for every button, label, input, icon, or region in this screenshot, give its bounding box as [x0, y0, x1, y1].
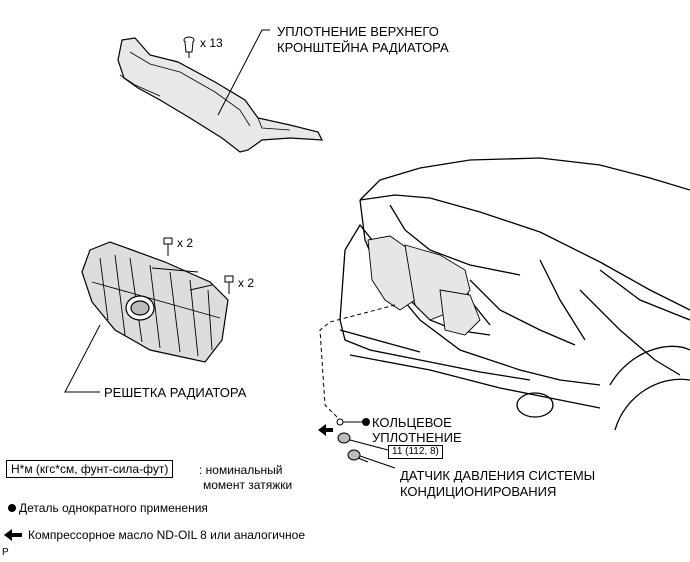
legend-unit-box: Н*м (кгс*см, фунт-сила-фут): [6, 460, 174, 478]
oring-label-line2: УПЛОТНЕНИЕ: [372, 430, 462, 445]
grille-label: РЕШЕТКА РАДИАТОРА: [104, 385, 247, 400]
torque-value-box: 11 (112, 8): [388, 445, 443, 459]
grille-leader: [64, 324, 101, 393]
upper-seal-label-line2: КРОНШТЕЙНА РАДИАТОРА: [277, 40, 449, 55]
bolt-icon: [224, 275, 234, 294]
upper-seal-illustration: [117, 37, 324, 153]
sensor-location-leader: [319, 304, 396, 421]
legend-arrow-icon: [4, 529, 22, 541]
bolt-icon: [163, 237, 173, 256]
upper-seal-leader: [217, 29, 270, 116]
grille-illustration: [81, 241, 229, 363]
clips-quantity: x 13: [200, 36, 223, 50]
legend-unit-desc-line2: момент затяжки: [203, 478, 293, 492]
legend-non-reusable: Деталь однократного применения: [19, 501, 208, 515]
clip-icon: [183, 36, 195, 58]
legend-dot-icon: [8, 504, 16, 512]
oil-arrow-icon: [318, 424, 333, 436]
non-reusable-dot: [362, 418, 370, 426]
bolts-top-quantity: x 2: [177, 236, 194, 250]
sensor-label-line2: КОНДИЦИОНИРОВАНИЯ: [400, 484, 557, 499]
pressure-sensor-icon: [337, 432, 369, 463]
oring-label-line1: КОЛЬЦЕВОЕ: [372, 415, 452, 430]
bolts-right-quantity: x 2: [238, 276, 255, 290]
sensor-label-line1: ДАТЧИК ДАВЛЕНИЯ СИСТЕМЫ: [400, 468, 596, 483]
legend-oil: Компрессорное масло ND-OIL 8 или аналоги…: [28, 528, 306, 542]
engine-bay-detail: [367, 235, 481, 336]
legend-unit-desc-line1: : номинальный: [199, 463, 283, 477]
oring-icon: [336, 418, 344, 426]
corner-mark: P: [2, 547, 9, 558]
upper-seal-label-line1: УПЛОТНЕНИЕ ВЕРХНЕГО: [277, 24, 439, 39]
